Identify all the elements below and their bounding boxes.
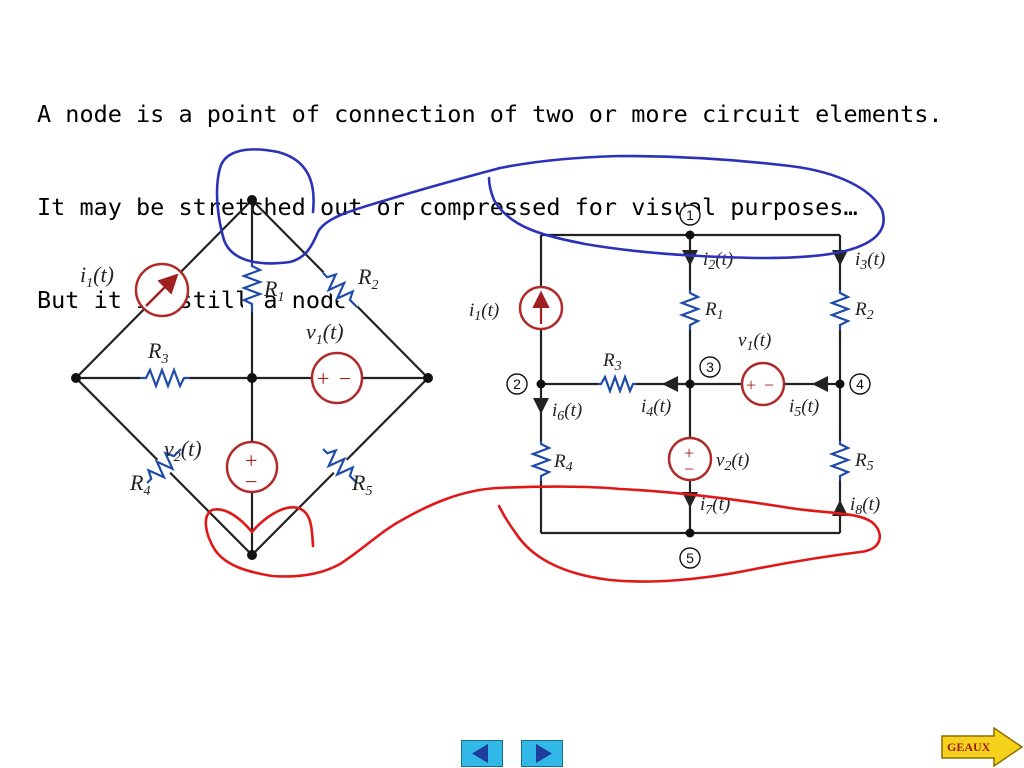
left-node-center xyxy=(247,373,257,383)
right-v1-plus: + xyxy=(746,375,756,395)
right-resistors xyxy=(529,290,852,481)
slide-line-1: A node is a point of connection of two o… xyxy=(37,100,943,128)
geaux-arrow-icon xyxy=(941,727,1024,767)
left-label-R4: R4 xyxy=(129,470,150,499)
left-label-R1: R1 xyxy=(263,276,284,305)
left-R2-resistor xyxy=(322,272,358,308)
blue-annotation-left xyxy=(215,148,885,265)
left-label-R3: R3 xyxy=(147,338,168,367)
right-label-i3: i3(t) xyxy=(855,249,885,273)
right-label-i1: i1(t) xyxy=(469,300,499,324)
left-label-R5: R5 xyxy=(351,470,372,499)
left-v1-minus: − xyxy=(339,366,351,391)
left-R1-resistor xyxy=(240,262,264,312)
right-label-v2: v2(t) xyxy=(716,450,749,474)
right-sources: + − + − xyxy=(518,285,786,482)
right-label-i6: i6(t) xyxy=(552,400,582,424)
left-sources: + − + − xyxy=(134,262,364,494)
right-label-i4: i4(t) xyxy=(641,396,671,420)
next-slide-button[interactable] xyxy=(521,740,563,767)
left-node-top xyxy=(247,195,257,205)
left-node-bottom xyxy=(247,550,257,560)
left-label-v2: v2(t) xyxy=(164,436,202,465)
right-label-i8: i8(t) xyxy=(850,494,880,518)
right-v2-plus: + xyxy=(684,443,694,463)
right-R4-resistor xyxy=(529,441,553,481)
right-v1-source xyxy=(740,361,786,407)
right-R1-resistor xyxy=(678,290,702,330)
node-number-5: 5 xyxy=(686,550,694,566)
right-v1-minus: − xyxy=(764,375,774,395)
right-R2-resistor xyxy=(828,290,852,330)
left-R4-resistor xyxy=(146,448,182,484)
left-v2-source xyxy=(225,440,279,494)
left-v2-plus: + xyxy=(245,448,257,473)
left-v1-plus: + xyxy=(317,366,329,391)
right-label-v1: v1(t) xyxy=(738,330,771,354)
right-label-R1: R1 xyxy=(704,299,724,323)
right-label-R5: R5 xyxy=(854,450,874,474)
right-label-i2: i2(t) xyxy=(703,249,733,273)
left-labels: i1(t) R1 R2 R3 v1(t) v2(t) R4 R5 xyxy=(80,262,378,499)
red-annotation-bottom xyxy=(204,485,882,583)
right-labels: i1(t) i2(t) i3(t) R1 R2 R3 v1(t) i4(t) i… xyxy=(469,249,885,518)
right-node-numbers: 1 2 3 4 5 xyxy=(506,204,871,569)
left-label-R2: R2 xyxy=(357,264,378,293)
left-R5-resistor xyxy=(322,448,358,484)
right-label-R3: R3 xyxy=(602,350,622,374)
node-number-1: 1 xyxy=(686,207,694,223)
left-node-right xyxy=(423,373,433,383)
right-arrow-icon xyxy=(536,744,552,763)
left-arrow-icon xyxy=(472,744,488,763)
left-v2-minus: − xyxy=(245,469,257,494)
right-v2-minus: − xyxy=(684,459,694,479)
left-label-i1: i1(t) xyxy=(80,262,114,291)
left-nodes xyxy=(71,195,433,560)
left-node-left xyxy=(71,373,81,383)
right-R5-resistor xyxy=(828,441,852,481)
circuit-figure: + − + − i1(t) R1 R2 R3 v1(t) v2(t) R4 R5 xyxy=(71,148,885,583)
right-nodes xyxy=(536,230,845,538)
right-v2-source xyxy=(667,436,713,482)
right-label-R2: R2 xyxy=(854,299,874,323)
right-label-R4: R4 xyxy=(553,451,573,475)
node-number-2: 2 xyxy=(513,376,521,392)
geaux-button[interactable]: GEAUX xyxy=(940,727,1024,767)
geaux-label: GEAUX xyxy=(947,740,991,754)
slide-line-2: It may be stretched out or compressed fo… xyxy=(37,193,858,221)
right-label-i5: i5(t) xyxy=(789,396,819,420)
left-resistors xyxy=(140,262,364,490)
left-v1-source xyxy=(310,351,364,405)
annotations xyxy=(204,148,885,583)
left-R3-resistor xyxy=(140,366,190,390)
previous-slide-button[interactable] xyxy=(461,740,503,767)
left-label-v1: v1(t) xyxy=(306,319,344,348)
node-number-4: 4 xyxy=(856,376,864,392)
right-R3-resistor xyxy=(598,373,636,395)
node-number-3: 3 xyxy=(706,359,714,375)
